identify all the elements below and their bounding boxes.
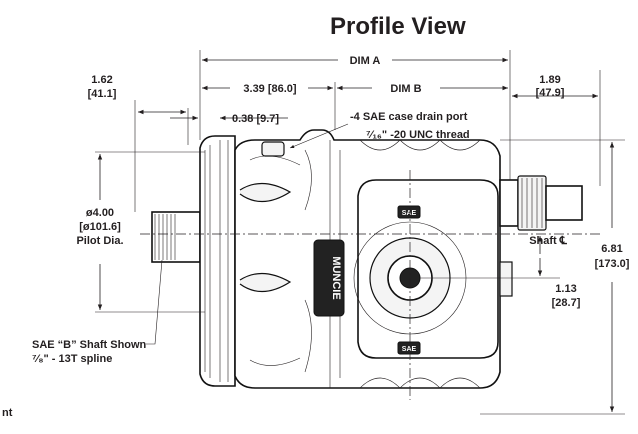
outlet-fitting xyxy=(499,175,583,297)
drain-port-line-2: ⁷⁄₁₆" -20 UNC thread xyxy=(366,129,470,141)
truncated-text: nt xyxy=(2,407,13,419)
dim-0-38: 0.38 [9.7] xyxy=(170,113,288,125)
shaft-note-line-2: ⁷⁄₈" - 13T spline xyxy=(32,353,112,365)
drain-port-note: -4 SAE case drain port ⁷⁄₁₆" -20 UNC thr… xyxy=(289,111,470,149)
dim-a-label: DIM A xyxy=(350,55,381,67)
dim-1-62: 1.62 [41.1] xyxy=(88,74,186,115)
dim-3-39: 3.39 [86.0] xyxy=(202,83,333,95)
page-title: Profile View xyxy=(330,13,466,40)
drain-port-line-1: -4 SAE case drain port xyxy=(350,111,468,123)
dim-b: DIM B xyxy=(337,83,508,95)
offset-in: 1.13 xyxy=(555,283,576,295)
dim-b-label: DIM B xyxy=(390,83,421,95)
shaft-note: SAE “B” Shaft Shown ⁷⁄₈" - 13T spline xyxy=(32,259,163,365)
shaft-note-line-1: SAE “B” Shaft Shown xyxy=(32,339,147,351)
height-in: 6.81 xyxy=(601,243,622,255)
dim-6-81: 6.81 [173.0] xyxy=(480,139,630,415)
shaft-centerline-label: Shaft ℄ xyxy=(529,235,568,247)
dim-1-13: 1.13 [28.7] xyxy=(420,236,581,309)
sae-plate-top: SAE xyxy=(402,210,417,217)
brand-mark: MUNCIE xyxy=(330,256,342,299)
dim-1-62-mm: [41.1] xyxy=(88,88,117,100)
pilot-dia-label: Pilot Dia. xyxy=(76,235,123,247)
mounting-flange xyxy=(199,135,236,387)
dim-1-62-in: 1.62 xyxy=(91,74,112,86)
pump-illustration: MUNCIE SAE SAE xyxy=(151,129,583,389)
dim-a: DIM A xyxy=(202,55,508,67)
dim-1-89: 1.89 [47.9] xyxy=(512,74,598,99)
pilot-dia-mm: [ø101.6] xyxy=(79,221,121,233)
dim-0-38-label: 0.38 [9.7] xyxy=(232,113,279,125)
height-mm: [173.0] xyxy=(595,258,630,270)
dim-3-39-label: 3.39 [86.0] xyxy=(243,83,297,95)
dim-1-89-in: 1.89 xyxy=(539,74,560,86)
dim-pilot: ø4.00 [ø101.6] Pilot Dia. xyxy=(76,151,205,313)
offset-mm: [28.7] xyxy=(552,297,581,309)
sae-plate-bottom: SAE xyxy=(402,346,417,353)
end-cover: SAE SAE xyxy=(353,179,499,359)
pilot-dia-in: ø4.00 xyxy=(86,207,114,219)
dim-1-89-mm: [47.9] xyxy=(536,87,565,99)
spline-shaft xyxy=(151,211,201,263)
